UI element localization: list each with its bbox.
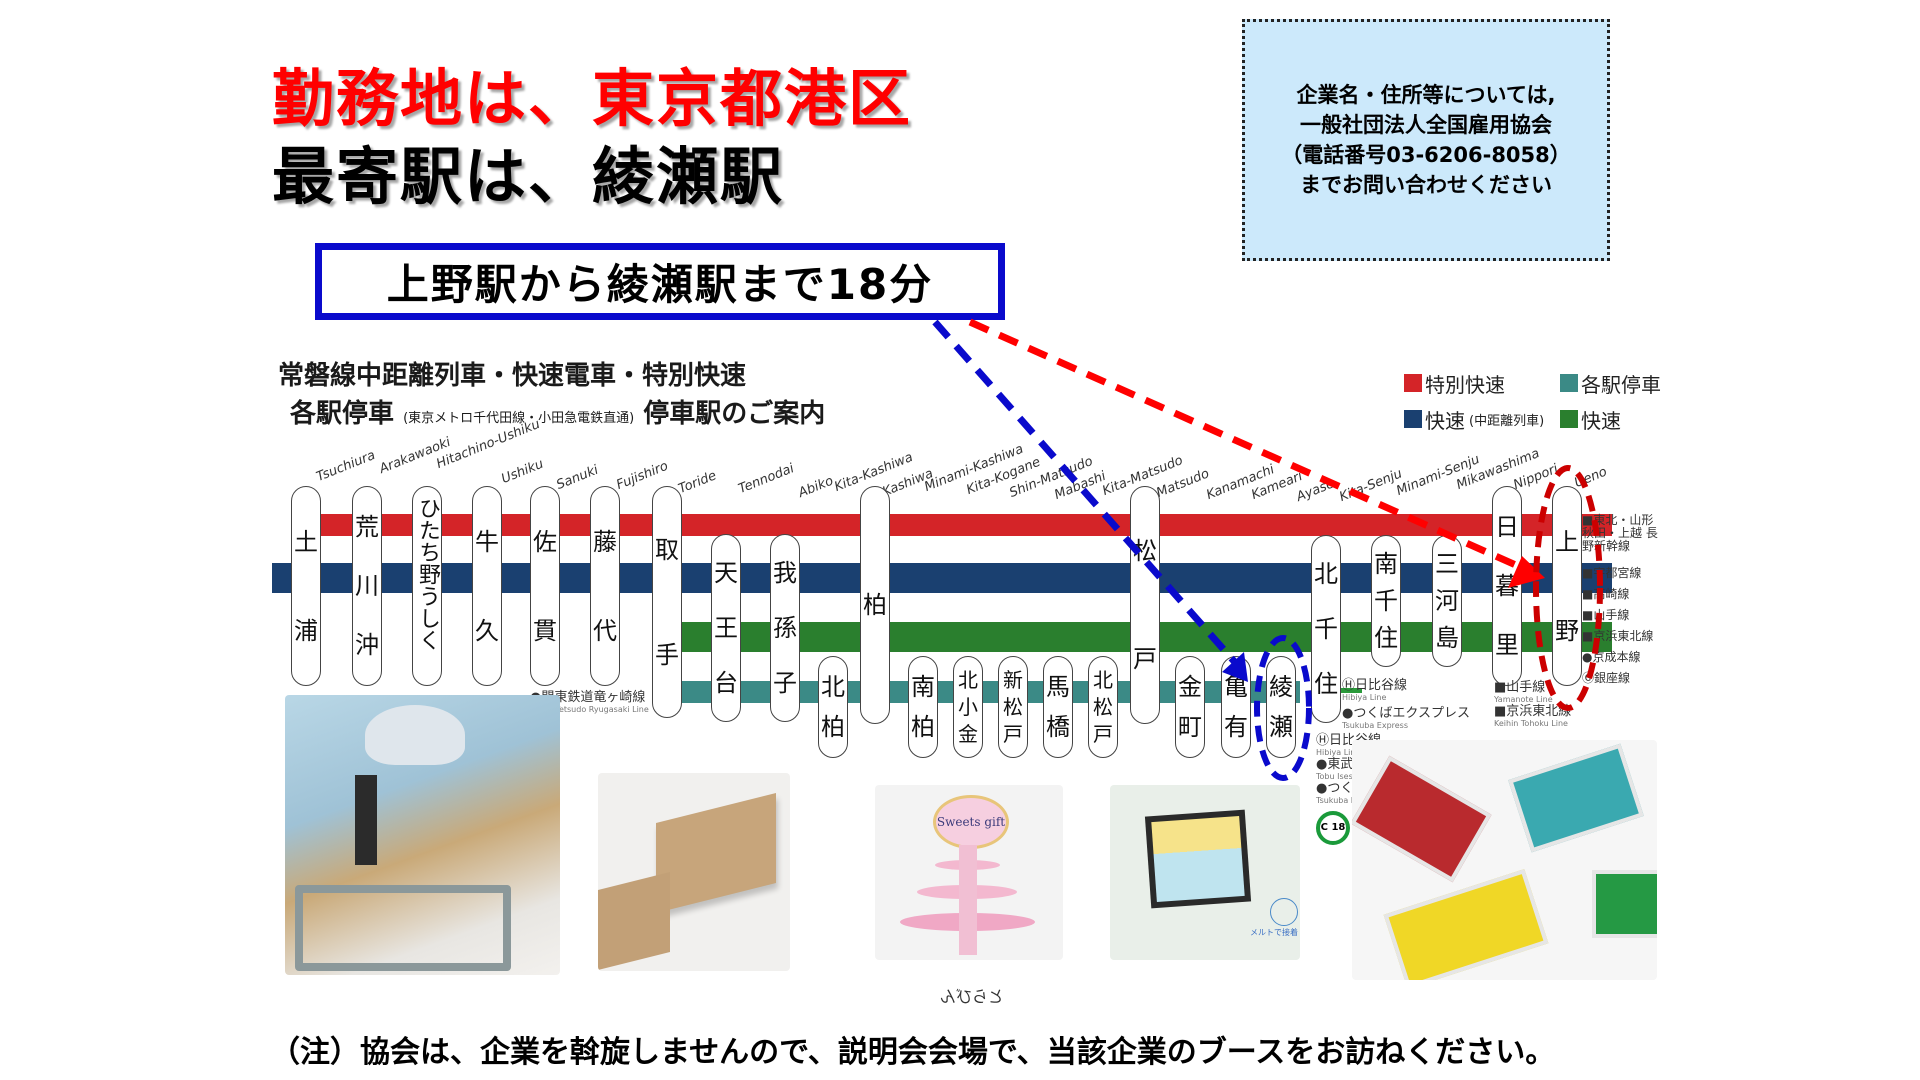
station-ushiku[interactable]: 牛久 [472,486,502,686]
ayase-highlight-ellipse [1254,635,1312,781]
ueno-highlight-ellipse [1533,465,1603,711]
station-fujishiro[interactable]: 藤代 [590,486,620,686]
red-dashed-arrow [968,318,1520,570]
transfer-kitasenju-tsukuba: ●つくばエクスプレス Tsukuba Express [1342,706,1470,730]
worker-die-cutting-photo [285,695,560,975]
highlight-circle [1270,898,1298,926]
chiyoda-line-station-code-badge: C 18 [1316,811,1350,845]
route-map-title-line1: 常磐線中距離列車・快速電車・特別快速 [278,361,747,391]
station-toride[interactable]: 取手 [652,486,682,718]
station-nippori[interactable]: 日暮里 [1492,486,1522,686]
nearest-station-headline: 最寄駅は、綾瀬駅 [272,140,785,213]
station-tsuchiura[interactable]: 土浦 [291,486,321,686]
contact-info-box: 企業名・住所等については, 一般社団法人全国雇用協会 （電話番号03-6206-… [1242,19,1610,261]
station-kanamachi[interactable]: 金町 [1175,656,1205,758]
footer-note: （注）協会は、企業を斡旋しませんので、説明会会場で、当該企業のブースをお訪ねくだ… [270,1035,1556,1070]
melt-adhesion-label: メルトで接着 [1250,928,1298,937]
blue-arrowhead-icon [1222,652,1248,682]
legend-swatch-red [1404,374,1422,392]
route-map-title-local: 各駅停車 [290,399,395,429]
station-sanuki[interactable]: 佐貫 [530,486,560,686]
legend-swatch-green [1560,410,1578,428]
station-kashiwa[interactable]: 柏 [860,486,890,724]
station-matsudo[interactable]: 松戸 [1130,486,1160,724]
grey-frame-shape [295,885,511,971]
legend-rapid: 快速 [1560,405,1716,434]
station-shin-matsudo[interactable]: 新松戸 [998,656,1028,758]
legend-swatch-teal [1560,374,1578,392]
station-kita-matsudo[interactable]: 北松戸 [1088,656,1118,758]
contact-line-3-phone: （電話番号03-6206-8058） [1281,143,1571,167]
legend-local: 各駅停車 [1560,369,1716,398]
special-rapid-line [296,514,1612,536]
station-hitachino-ushiku[interactable]: ひたち野うしく [412,486,442,686]
legend-special-rapid: 特別快速 [1404,369,1560,398]
legend-rapid-mid-distance: 快速 (中距離列車) [1404,405,1560,434]
station-kita-senju[interactable]: 北千住 [1311,535,1341,723]
red-arrowhead-icon [1508,556,1545,588]
green-card-box [1592,870,1657,938]
station-minami-senju[interactable]: 南千住 [1371,535,1401,667]
contact-line-2: 一般社団法人全国雇用協会 [1300,113,1552,137]
station-mikawashima[interactable]: 三河島 [1432,535,1462,667]
route-map-title-through-service: (東京メトロ千代田線・小田急電鉄直通) [403,411,635,426]
route-map-title: 常磐線中距離列車・快速電車・特別快速 各駅停車 (東京メトロ千代田線・小田急電鉄… [278,357,825,438]
station-tennodai[interactable]: 天王台 [711,534,741,722]
dvd-package-photo: メルトで接着 [1110,785,1300,960]
station-arakawaoki[interactable]: 荒川沖 [352,486,382,686]
contact-line-4: までお問い合わせください [1300,173,1552,197]
press-machine-shape [355,775,377,865]
station-ueno[interactable]: 上野 [1552,486,1582,686]
station-minami-kashiwa[interactable]: 南柏 [908,656,938,758]
stand-pole [959,845,977,955]
hairnet-shape [365,705,465,765]
transfer-kitasenju-hibiya: Ⓗ日比谷線 Hibiya Line [1342,678,1408,702]
station-kita-kashiwa[interactable]: 北柏 [818,656,848,758]
legend-swatch-navy [1404,410,1422,428]
station-abiko[interactable]: 我孫子 [770,534,800,722]
kraft-gift-boxes-photo [598,773,790,971]
blue-dashed-arrow [932,319,1243,671]
station-ayase[interactable]: 綾瀬 [1266,656,1296,758]
station-mabashi[interactable]: 馬橋 [1043,656,1073,758]
local-line-connector [1340,688,1362,693]
contact-line-1: 企業名・住所等については, [1296,83,1556,107]
station-kita-kogane[interactable]: 北小金 [953,656,983,758]
route-map-legend: 特別快速 各駅停車 快速 (中距離列車) 快速 [1404,365,1716,437]
colored-card-boxes-photo [1352,740,1657,980]
route-map-title-guide: 停車駅のご案内 [643,399,826,429]
travel-time-box: 上野駅から綾瀬駅まで18分 [315,243,1005,320]
sweets-gift-stand-photo: Sweets gift [875,785,1063,960]
travel-time-label: 上野駅から綾瀬駅まで18分 [386,260,934,309]
work-location-headline: 勤務地は、東京都港区 [272,62,913,135]
